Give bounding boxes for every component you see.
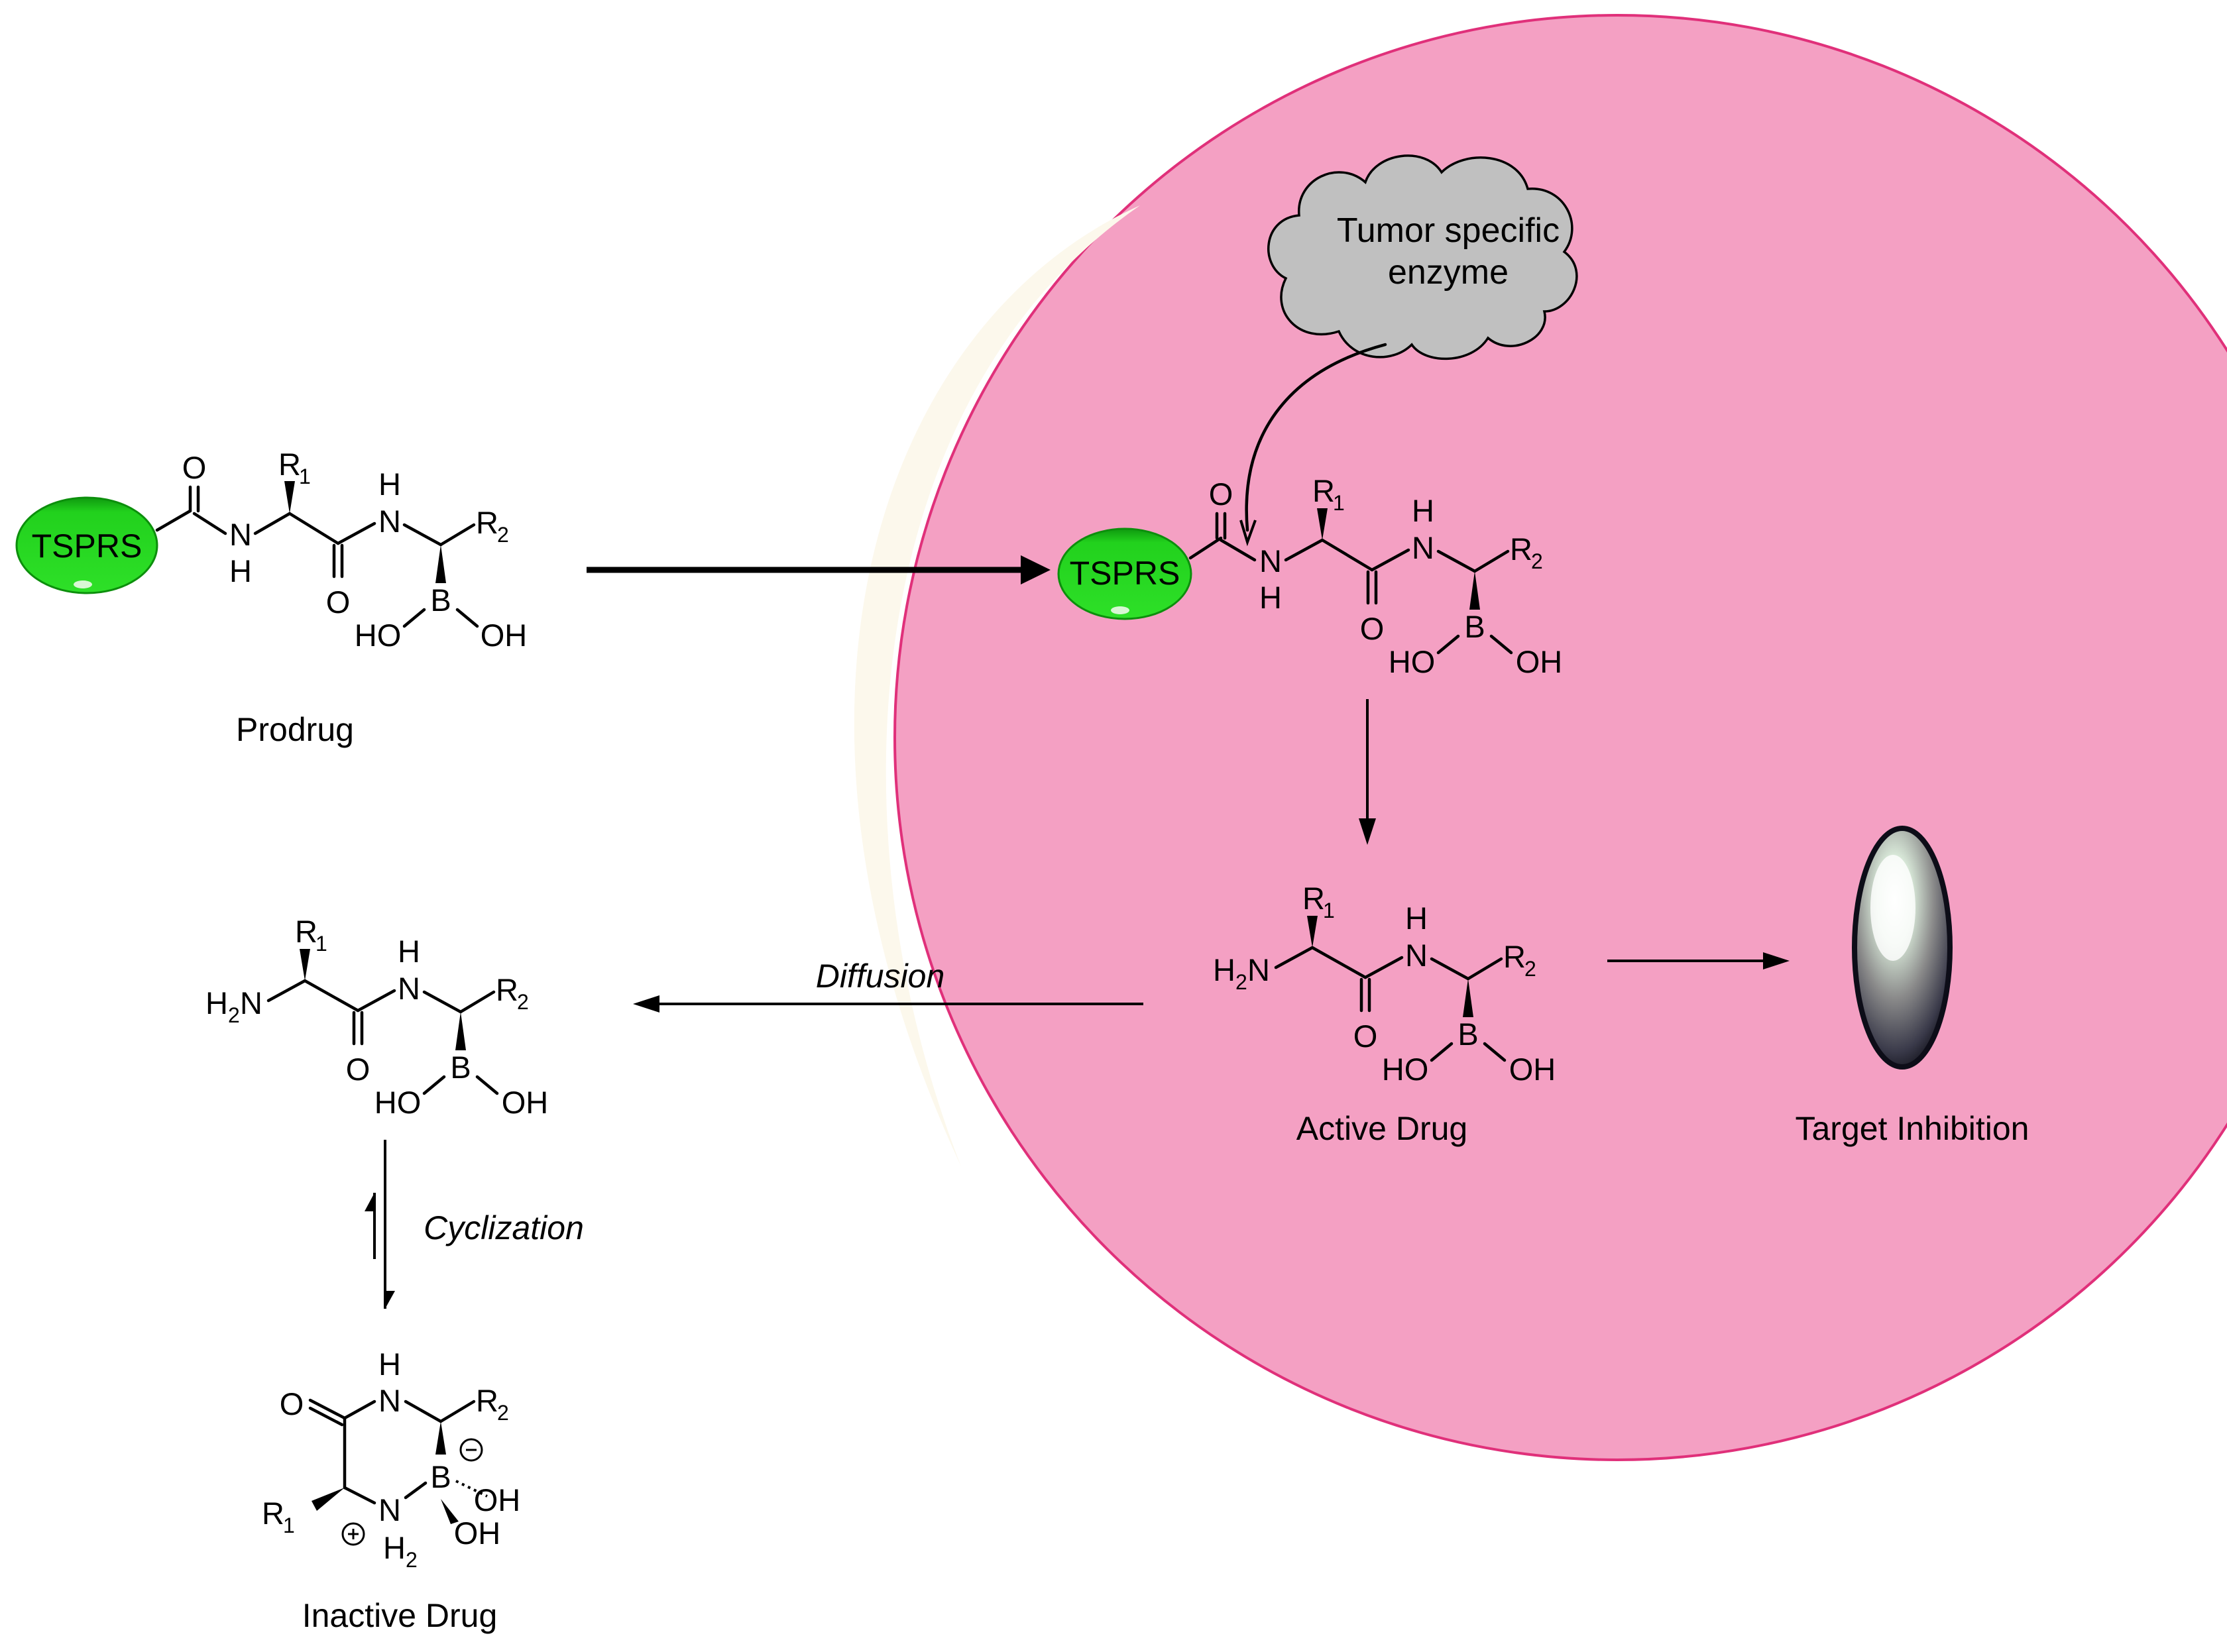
tsprs-label: TSPRS: [32, 527, 143, 565]
svg-text:H: H: [1405, 901, 1428, 936]
tsprs-tag: [1057, 527, 1192, 620]
svg-text:OH: OH: [474, 1482, 521, 1517]
enzyme-cloud: [1267, 154, 1578, 360]
svg-text:B: B: [450, 1050, 471, 1085]
svg-text:OH: OH: [502, 1085, 549, 1120]
svg-text:H: H: [205, 985, 228, 1020]
prodrug-in-cell-structure: TSPRS O N H R 1 H N O R 2 B HO OH: [1057, 473, 1563, 679]
svg-text:N: N: [1405, 938, 1428, 973]
svg-text:1: 1: [1323, 899, 1335, 922]
prodrug-structure: TSPRS O N H R 1 H N O R 2 B HO OH: [15, 447, 528, 653]
svg-text:R: R: [278, 447, 301, 482]
active-drug-label: Active Drug: [1296, 1110, 1467, 1147]
svg-text:HO: HO: [355, 618, 402, 653]
negative-charge: [459, 1438, 483, 1462]
diffusion-label: Diffusion: [816, 958, 945, 995]
inactive-drug-structure: O H N R 2 B OH OH N H 2 R 1: [262, 1347, 520, 1572]
cyclization-equilibrium-arrows: [365, 1140, 395, 1309]
svg-text:R: R: [1510, 531, 1532, 567]
svg-text:HO: HO: [1382, 1052, 1429, 1087]
tsprs-label: TSPRS: [1070, 555, 1180, 592]
svg-text:H: H: [229, 553, 252, 588]
svg-text:R: R: [1302, 881, 1325, 916]
cyclization-label: Cyclization: [424, 1209, 584, 1246]
positive-charge: [341, 1522, 365, 1546]
svg-text:OH: OH: [454, 1515, 501, 1551]
svg-text:R: R: [1312, 473, 1335, 508]
svg-text:R: R: [476, 505, 498, 540]
svg-text:R: R: [262, 1496, 284, 1531]
svg-text:N: N: [378, 1383, 401, 1418]
svg-text:O: O: [326, 584, 351, 620]
svg-text:2: 2: [228, 1003, 240, 1027]
svg-text:O: O: [1353, 1019, 1378, 1054]
svg-text:H: H: [1259, 580, 1282, 615]
svg-text:B: B: [430, 1459, 451, 1494]
diffused-drug-structure: H 2 N R 1 H N O R 2 B HO OH: [205, 914, 548, 1120]
prodrug-label: Prodrug: [236, 711, 354, 748]
enzyme-label-line1: Tumor specific: [1337, 211, 1560, 250]
svg-text:R: R: [496, 972, 518, 1007]
svg-text:B: B: [430, 582, 451, 618]
svg-text:2: 2: [406, 1548, 418, 1572]
svg-text:1: 1: [1333, 491, 1345, 515]
svg-text:OH: OH: [481, 618, 528, 653]
svg-text:1: 1: [299, 465, 311, 488]
svg-text:N: N: [1247, 952, 1270, 987]
svg-text:HO: HO: [374, 1085, 422, 1120]
svg-text:2: 2: [517, 990, 529, 1014]
svg-text:N: N: [1412, 530, 1434, 565]
svg-text:N: N: [240, 985, 262, 1020]
svg-text:O: O: [182, 450, 207, 485]
svg-text:1: 1: [315, 932, 327, 956]
svg-text:2: 2: [1531, 549, 1543, 573]
enzyme-cleave-arrow: [1245, 343, 1387, 532]
tsprs-tag: [15, 496, 158, 594]
svg-text:HO: HO: [1389, 644, 1436, 679]
svg-text:O: O: [346, 1052, 371, 1087]
svg-text:OH: OH: [1509, 1052, 1556, 1087]
svg-text:O: O: [280, 1386, 304, 1421]
svg-text:O: O: [1209, 476, 1233, 512]
svg-text:R: R: [295, 914, 317, 949]
svg-text:R: R: [1503, 939, 1526, 974]
svg-text:H: H: [398, 934, 420, 969]
svg-text:H: H: [1213, 952, 1235, 987]
enzyme-label-line2: enzyme: [1388, 253, 1509, 292]
target-inhibition-label: Target Inhibition: [1795, 1110, 2029, 1147]
svg-text:O: O: [1360, 611, 1385, 646]
svg-text:B: B: [1457, 1017, 1478, 1052]
cell-highlight: [854, 205, 1140, 1166]
svg-text:H: H: [378, 467, 401, 502]
svg-text:2: 2: [497, 1401, 509, 1425]
svg-text:OH: OH: [1516, 644, 1563, 679]
svg-text:H: H: [383, 1530, 406, 1565]
inactive-drug-label: Inactive Drug: [302, 1597, 498, 1634]
svg-text:N: N: [1259, 543, 1282, 578]
svg-text:2: 2: [1235, 970, 1247, 994]
svg-text:H: H: [1412, 493, 1434, 528]
svg-text:N: N: [398, 971, 420, 1006]
svg-text:2: 2: [497, 523, 509, 547]
svg-text:N: N: [378, 504, 401, 539]
svg-text:R: R: [476, 1383, 498, 1418]
tumor-cell: [893, 14, 2227, 1461]
svg-text:1: 1: [283, 1514, 295, 1537]
svg-text:H: H: [378, 1347, 401, 1382]
svg-text:N: N: [229, 517, 252, 552]
svg-text:2: 2: [1524, 957, 1536, 981]
svg-text:B: B: [1464, 609, 1485, 644]
active-drug-structure: H 2 N R 1 H N O R 2 B HO OH: [1213, 881, 1556, 1087]
svg-text:N: N: [378, 1492, 401, 1527]
